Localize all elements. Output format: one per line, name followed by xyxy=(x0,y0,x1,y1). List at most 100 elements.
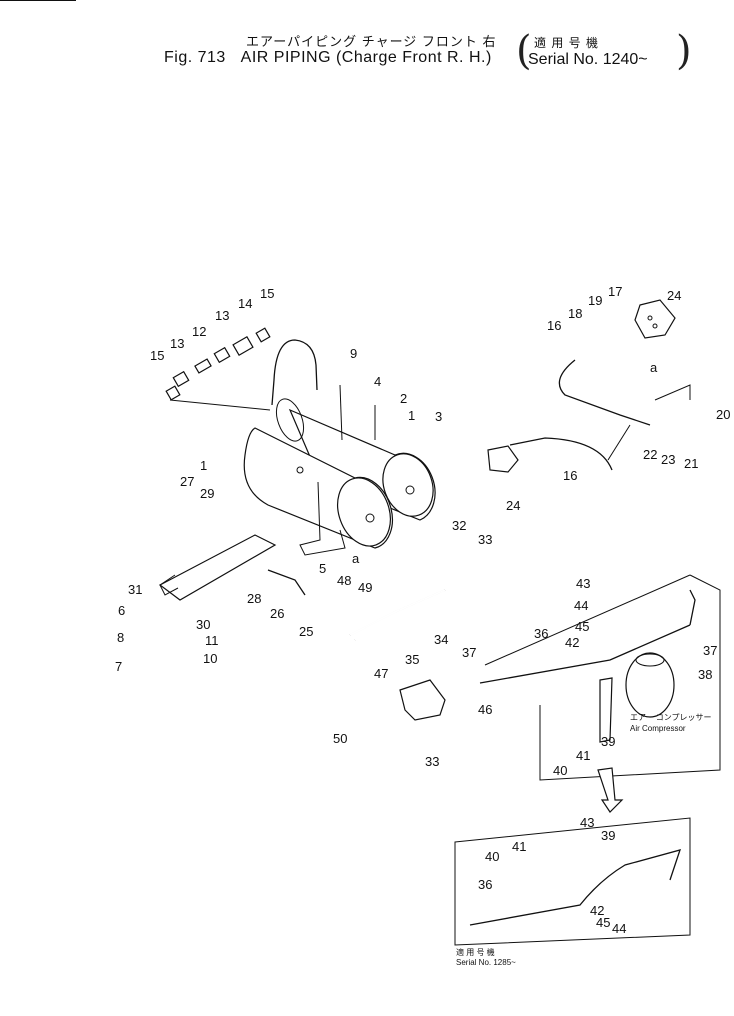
bracket-39 xyxy=(599,677,613,743)
callout-42: 42 xyxy=(590,903,604,918)
callout-44: 44 xyxy=(574,598,588,613)
callout-13: 13 xyxy=(215,308,229,323)
callout-38: 38 xyxy=(698,667,712,682)
callout-23: 23 xyxy=(661,452,675,467)
callout-37: 37 xyxy=(462,645,476,660)
hose-16-upper xyxy=(558,359,651,426)
tube-26 xyxy=(267,569,306,596)
serial-japanese: 適 用 号 機 xyxy=(534,36,600,50)
callout-13: 13 xyxy=(170,336,184,351)
callout-1: 1 xyxy=(200,458,207,473)
callout-30: 30 xyxy=(196,617,210,632)
detail-frame xyxy=(484,574,721,781)
callout-24: 24 xyxy=(667,288,681,303)
callout-21: 21 xyxy=(684,456,698,471)
callout-17: 17 xyxy=(608,284,622,299)
callout-a: a xyxy=(650,360,658,375)
mounting-bracket xyxy=(158,534,277,601)
hose-50 xyxy=(323,639,406,716)
bracket-open: ( xyxy=(516,28,532,74)
callout-27: 27 xyxy=(180,474,194,489)
callout-39: 39 xyxy=(601,734,615,749)
callout-4: 4 xyxy=(374,374,381,389)
fig-number: Fig. 713 xyxy=(164,49,226,66)
bracket-close: ) xyxy=(676,28,692,74)
callout-16: 16 xyxy=(563,468,577,483)
callout-9: 9 xyxy=(350,346,357,361)
tank-strap xyxy=(299,481,346,556)
inset-pipe-36 xyxy=(469,849,682,926)
callout-34: 34 xyxy=(434,632,448,647)
air-tank-rear xyxy=(275,398,436,521)
callout-32: 32 xyxy=(452,518,466,533)
callout-41: 41 xyxy=(512,839,526,854)
arrow-down xyxy=(597,767,624,813)
fitting-chain xyxy=(165,327,271,401)
callout-2: 2 xyxy=(400,391,407,406)
callout-31: 31 xyxy=(128,582,142,597)
callout-5: 5 xyxy=(319,561,326,576)
callout-11: 11 xyxy=(205,633,219,648)
pipe-36 xyxy=(479,624,691,684)
callout-46: 46 xyxy=(478,702,492,717)
hose-16-lower xyxy=(509,437,613,471)
figure-title: Fig. 713 AIR PIPING (Charge Front R. H.) xyxy=(164,49,492,67)
callout-3: 3 xyxy=(435,409,442,424)
block-24-bottom xyxy=(487,445,519,473)
callout-35: 35 xyxy=(405,652,419,667)
callout-19: 19 xyxy=(588,293,602,308)
callout-1: 1 xyxy=(408,408,415,423)
callout-47: 47 xyxy=(374,666,388,681)
serial-range: Serial No. 1240~ xyxy=(528,51,648,68)
callout-25: 25 xyxy=(299,624,313,639)
title-japanese: エアーパイピング チャージ フロント 右 xyxy=(246,34,497,49)
callout-29: 29 xyxy=(200,486,214,501)
callout-6: 6 xyxy=(118,603,125,618)
callout-22: 22 xyxy=(643,447,657,462)
compressor-note: エアー コンプレッサー Air Compressor xyxy=(630,712,712,734)
block-24-top xyxy=(634,299,676,339)
callout-43: 43 xyxy=(576,576,590,591)
callout-28: 28 xyxy=(247,591,261,606)
callout-36: 36 xyxy=(478,877,492,892)
callout-37: 37 xyxy=(703,643,717,658)
callout-33: 33 xyxy=(478,532,492,547)
callout-33: 33 xyxy=(425,754,439,769)
callout-7: 7 xyxy=(115,659,122,674)
callout-40: 40 xyxy=(553,763,567,778)
callout-8: 8 xyxy=(117,630,124,645)
callout-45: 45 xyxy=(596,915,610,930)
callout-18: 18 xyxy=(568,306,582,321)
callout-16: 16 xyxy=(547,318,561,333)
title-english: AIR PIPING (Charge Front R. H.) xyxy=(240,49,492,66)
callout-41: 41 xyxy=(576,748,590,763)
compressor-en: Air Compressor xyxy=(630,724,686,733)
inset-frame xyxy=(454,817,691,946)
callout-14: 14 xyxy=(238,296,252,311)
callout-24: 24 xyxy=(506,498,520,513)
callout-49: 49 xyxy=(358,580,372,595)
callout-a: a xyxy=(352,551,360,566)
valve-46 xyxy=(399,679,446,721)
top-rule xyxy=(0,0,76,1)
callout-12: 12 xyxy=(192,324,206,339)
compressor-jp: エアー コンプレッサー xyxy=(630,713,712,722)
callout-42: 42 xyxy=(565,635,579,650)
callout-15: 15 xyxy=(260,286,274,301)
callout-50: 50 xyxy=(333,731,347,746)
air-compressor xyxy=(625,652,675,718)
callout-26: 26 xyxy=(270,606,284,621)
callout-10: 10 xyxy=(203,651,217,666)
inset-serial-en: Serial No. 1285~ xyxy=(456,958,516,967)
callout-15: 15 xyxy=(150,348,164,363)
inset-serial-jp: 適 用 号 機 xyxy=(456,948,495,957)
callout-48: 48 xyxy=(337,573,351,588)
callout-45: 45 xyxy=(575,619,589,634)
callout-40: 40 xyxy=(485,849,499,864)
callout-43: 43 xyxy=(580,815,594,830)
callout-44: 44 xyxy=(612,921,626,936)
inset-serial-note: 適 用 号 機 Serial No. 1285~ xyxy=(456,948,516,968)
callout-20: 20 xyxy=(716,407,730,422)
callout-36: 36 xyxy=(534,626,548,641)
